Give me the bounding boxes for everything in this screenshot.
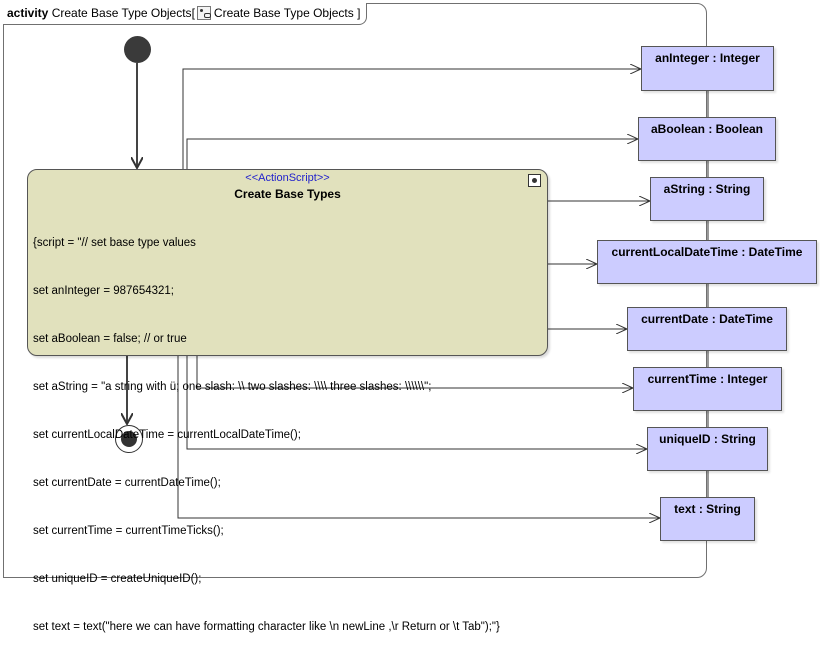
object-node-aBoolean[interactable]: aBoolean : Boolean (638, 117, 776, 161)
action-create-base-types[interactable]: <<ActionScript>> Create Base Types {scri… (27, 169, 548, 633)
object-label: uniqueID : String (659, 432, 756, 446)
action-body-line: set currentTime = currentTimeTicks(); (33, 525, 224, 537)
object-label: aString : String (663, 182, 751, 196)
frame-header: activity Create Base Type Objects[Create… (3, 3, 367, 25)
frame-close-bracket: ] (357, 6, 361, 20)
action-body-line: set text = text("here we can have format… (33, 621, 500, 633)
object-label: currentTime : Integer (647, 372, 768, 386)
flow-to-text (177, 356, 660, 518)
object-label: currentDate : DateTime (641, 312, 773, 326)
action-body-line: set currentLocalDateTime = currentLocalD… (33, 429, 301, 441)
object-node-aString[interactable]: aString : String (650, 177, 764, 221)
action-body-line: set aBoolean = false; // or true (33, 333, 187, 345)
object-node-text[interactable]: text : String (660, 497, 755, 541)
frame-open-bracket: [ (191, 6, 195, 20)
flow-to-currentTime (196, 356, 633, 388)
diagram-icon (196, 6, 211, 20)
object-node-currentDate[interactable]: currentDate : DateTime (627, 307, 787, 351)
frame-diagram-ref[interactable]: Create Base Type Objects (213, 6, 354, 20)
action-name: Create Base Types (234, 187, 341, 201)
initial-node[interactable] (124, 36, 151, 63)
flow-to-anInteger (182, 69, 641, 169)
object-label: currentLocalDateTime : DateTime (611, 245, 803, 259)
frame-name: Create Base Type Objects (51, 6, 192, 20)
action-body-line: set aString = "a string with ü; one slas… (33, 381, 432, 393)
object-node-currentLocalDateTime[interactable]: currentLocalDateTime : DateTime (597, 240, 817, 284)
action-body-line: set uniqueID = createUniqueID(); (33, 573, 202, 585)
object-label: anInteger : Integer (655, 51, 760, 65)
frame-keyword: activity (7, 6, 49, 20)
object-label: text : String (674, 502, 741, 516)
action-body: {script = "// set base type values set a… (28, 203, 547, 667)
flow-to-uniqueID (186, 356, 647, 449)
object-node-uniqueID[interactable]: uniqueID : String (647, 427, 768, 471)
script-marker-icon (528, 174, 541, 187)
object-label: aBoolean : Boolean (650, 122, 763, 136)
object-node-anInteger[interactable]: anInteger : Integer (641, 46, 774, 91)
action-body-line: set anInteger = 987654321; (33, 285, 174, 297)
object-node-currentTime[interactable]: currentTime : Integer (633, 367, 782, 411)
action-stereotype: <<ActionScript>> (245, 172, 330, 184)
activity-final-node[interactable] (115, 425, 143, 453)
action-body-line: set currentDate = currentDateTime(); (33, 477, 221, 489)
flow-to-aBoolean (186, 139, 638, 169)
action-body-line: {script = "// set base type values (33, 237, 196, 249)
